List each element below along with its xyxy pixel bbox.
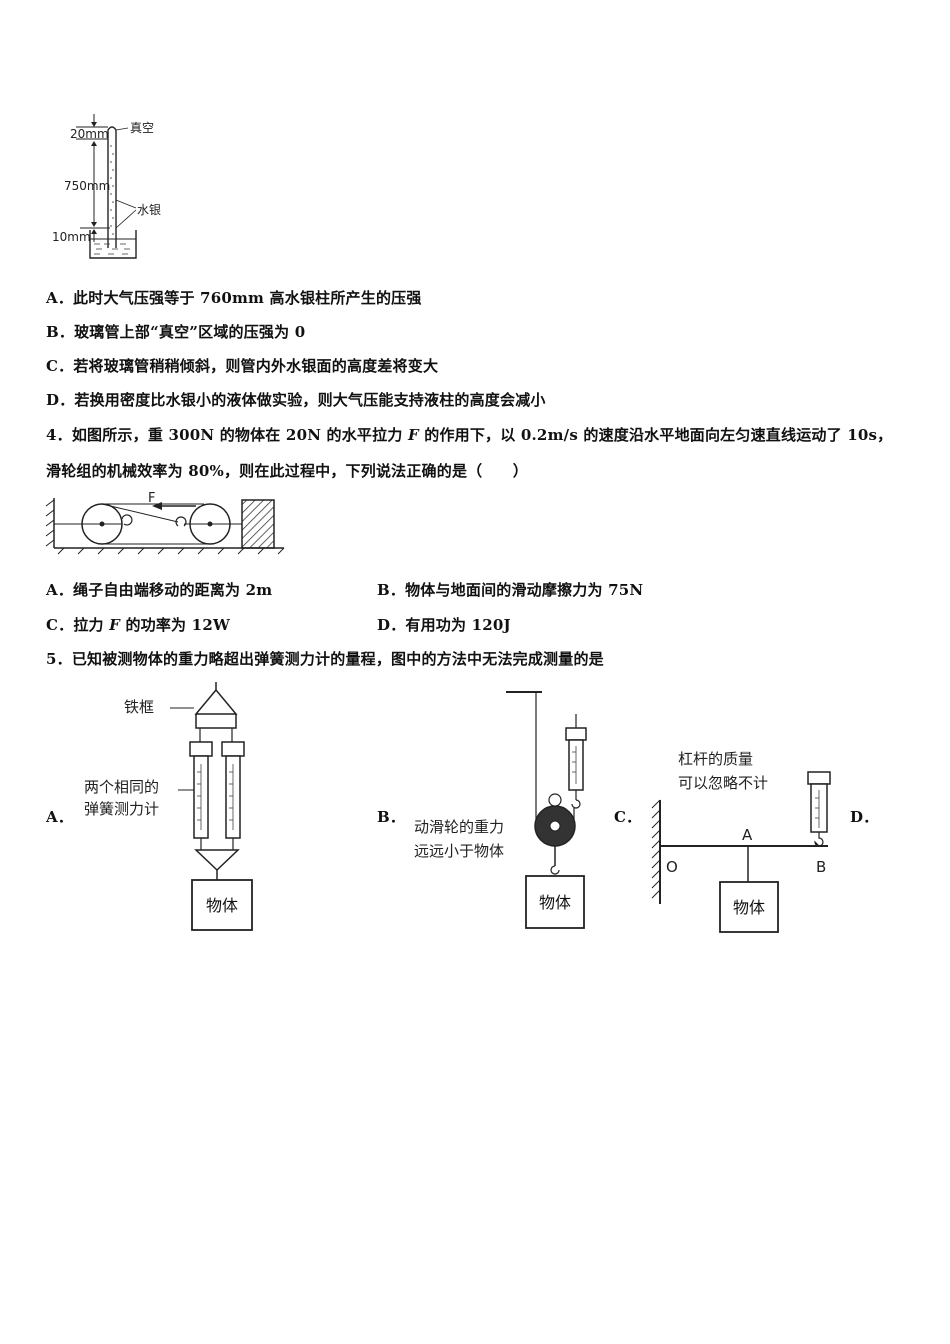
- figure-a-two-scales: 铁框 两个相同的 弹簧测力计 物体: [84, 682, 253, 931]
- label-750mm: 750mm: [64, 179, 110, 193]
- q4-stem-var: F: [407, 426, 419, 444]
- q5-option-a-label: A．: [46, 808, 74, 826]
- label-lever-note-2: 可以忽略不计: [678, 774, 768, 792]
- q3-option-c: C．若将玻璃管稍稍倾斜，则管内外水银面的高度差将变大: [46, 357, 439, 375]
- q4-stem-line2: 滑轮组的机械效率为 80%，则在此过程中，下列说法正确的是（ ）: [46, 462, 528, 480]
- q3-option-d: D．若换用密度比水银小的液体做实验，则大气压能支持液柱的高度会减小: [46, 391, 546, 409]
- label-mercury: 水银: [137, 203, 161, 217]
- q4-stem-part1: 4．如图所示，重 300N 的物体在 20N 的水平拉力: [46, 426, 408, 444]
- label-two-scales-1: 两个相同的: [84, 778, 159, 796]
- torricelli-figure: 20mm 750mm 10mm 真空 水银: [52, 114, 161, 259]
- label-point-b: B: [816, 858, 826, 876]
- label-20mm: 20mm: [70, 127, 109, 141]
- figure-c-lever: O A B 物体 杠杆的质量 可以忽略不计: [651, 750, 831, 933]
- label-object-a: 物体: [206, 896, 238, 915]
- q4-option-a: A．绳子自由端移动的距离为 2m: [46, 581, 273, 599]
- label-point-a: A: [742, 826, 753, 844]
- label-two-scales-2: 弹簧测力计: [84, 800, 159, 818]
- q4-option-d: D．有用功为 120J: [377, 616, 511, 634]
- q4-option-c-var: F: [109, 616, 121, 634]
- q3-option-a: A．此时大气压强等于 760mm 高水银柱所产生的压强: [46, 289, 422, 307]
- q4-stem-part2: 的作用下，以 0.2m/s 的速度沿水平地面向左匀速直线运动了 10s，: [418, 426, 893, 444]
- label-pulley-note-1: 动滑轮的重力: [414, 818, 504, 836]
- q5-stem: 5．已知被测物体的重力略超出弹簧测力计的量程，图中的方法中无法完成测量的是: [46, 650, 604, 668]
- label-10mm: 10mm: [52, 230, 91, 244]
- label-lever-note-1: 杠杆的质量: [678, 750, 753, 768]
- q5-option-d-label: D．: [850, 808, 879, 826]
- label-pulley-note-2: 远远小于物体: [414, 842, 504, 860]
- q3-option-b: B．玻璃管上部“真空”区域的压强为 0: [46, 323, 306, 341]
- q4-option-c-part1: C．拉力: [46, 616, 110, 634]
- label-object-b: 物体: [539, 893, 571, 912]
- label-force-f: F: [148, 491, 155, 506]
- q5-option-c-label: C．: [614, 808, 642, 826]
- pulley-figure: F: [45, 491, 285, 555]
- q4-option-b: B．物体与地面间的滑动摩擦力为 75N: [377, 581, 644, 599]
- q4-option-c-part2: 的功率为 12W: [120, 616, 230, 634]
- q4-option-c: C．拉力 F 的功率为 12W: [46, 614, 230, 635]
- label-vacuum: 真空: [130, 121, 154, 135]
- q4-stem-line1: 4．如图所示，重 300N 的物体在 20N 的水平拉力 F 的作用下，以 0.…: [46, 424, 892, 445]
- label-point-o: O: [666, 858, 678, 876]
- label-object-c: 物体: [733, 898, 765, 917]
- q5-option-b-label: B．: [377, 808, 406, 826]
- figure-b-movable-pulley: 物体 动滑轮的重力 远远小于物体: [414, 691, 587, 929]
- label-iron-frame: 铁框: [124, 698, 154, 716]
